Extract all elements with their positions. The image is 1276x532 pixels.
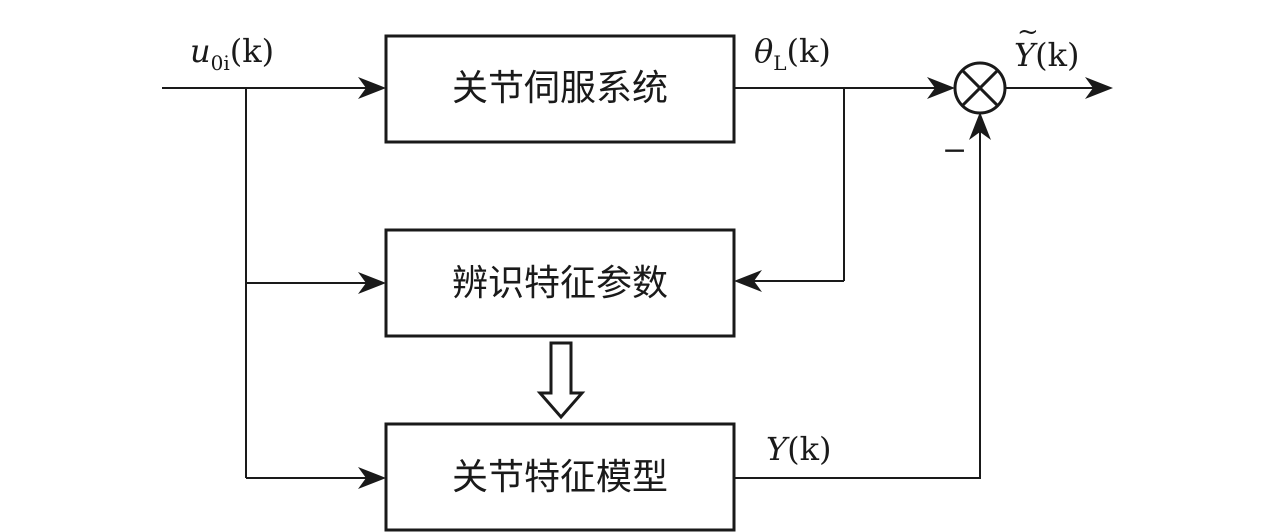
label-input-sub: 0i xyxy=(211,51,230,75)
label-input-u0i: u0i(k) xyxy=(190,32,274,75)
arrowhead-model-to-sum xyxy=(969,112,991,140)
block-servo-label: 关节伺服系统 xyxy=(452,68,668,109)
block-servo-system: 关节伺服系统 xyxy=(384,34,736,144)
minus-sign: − xyxy=(942,133,967,168)
label-input-base: u xyxy=(190,32,211,70)
label-theta-arg: (k) xyxy=(787,32,831,70)
arrowhead-to-model xyxy=(358,467,386,489)
label-theta-l: θL(k) xyxy=(754,32,831,75)
block-model-label: 关节特征模型 xyxy=(452,457,668,498)
label-y-tilde-arg: (k) xyxy=(1035,36,1079,74)
block-identify-parameters: 辨识特征参数 xyxy=(384,228,736,338)
label-theta-base: θ xyxy=(754,32,773,70)
label-y-tilde-text: Y(k) xyxy=(1014,36,1079,74)
arrowhead-final-output xyxy=(1085,77,1113,99)
arrowhead-feedback-to-identify xyxy=(734,270,762,292)
model-output-wiring xyxy=(734,112,991,479)
servo-output-wiring xyxy=(734,77,955,292)
label-input-arg: (k) xyxy=(230,32,274,70)
block-joint-model: 关节特征模型 xyxy=(384,422,736,532)
summing-junction: − xyxy=(942,61,1007,168)
final-output-wiring xyxy=(1005,77,1113,99)
label-y-model: Y(k) xyxy=(766,430,831,468)
label-theta-sub: L xyxy=(773,51,786,75)
input-wiring xyxy=(162,77,386,489)
block-identify-label: 辨识特征参数 xyxy=(452,263,668,304)
label-y-model-base: Y xyxy=(766,430,790,468)
sum-cross-line-2 xyxy=(961,69,999,107)
label-y-tilde: ~ Y(k) xyxy=(1014,17,1079,74)
arrowhead-to-identify xyxy=(358,272,386,294)
arrowhead-to-sum xyxy=(927,77,955,99)
model-output-line xyxy=(734,128,981,479)
label-y-tilde-mark: ~ xyxy=(1017,17,1039,47)
label-y-tilde-base: Y xyxy=(1014,36,1038,74)
hollow-down-arrow xyxy=(536,341,586,420)
arrowhead-to-servo xyxy=(358,77,386,99)
label-y-model-arg: (k) xyxy=(787,430,831,468)
